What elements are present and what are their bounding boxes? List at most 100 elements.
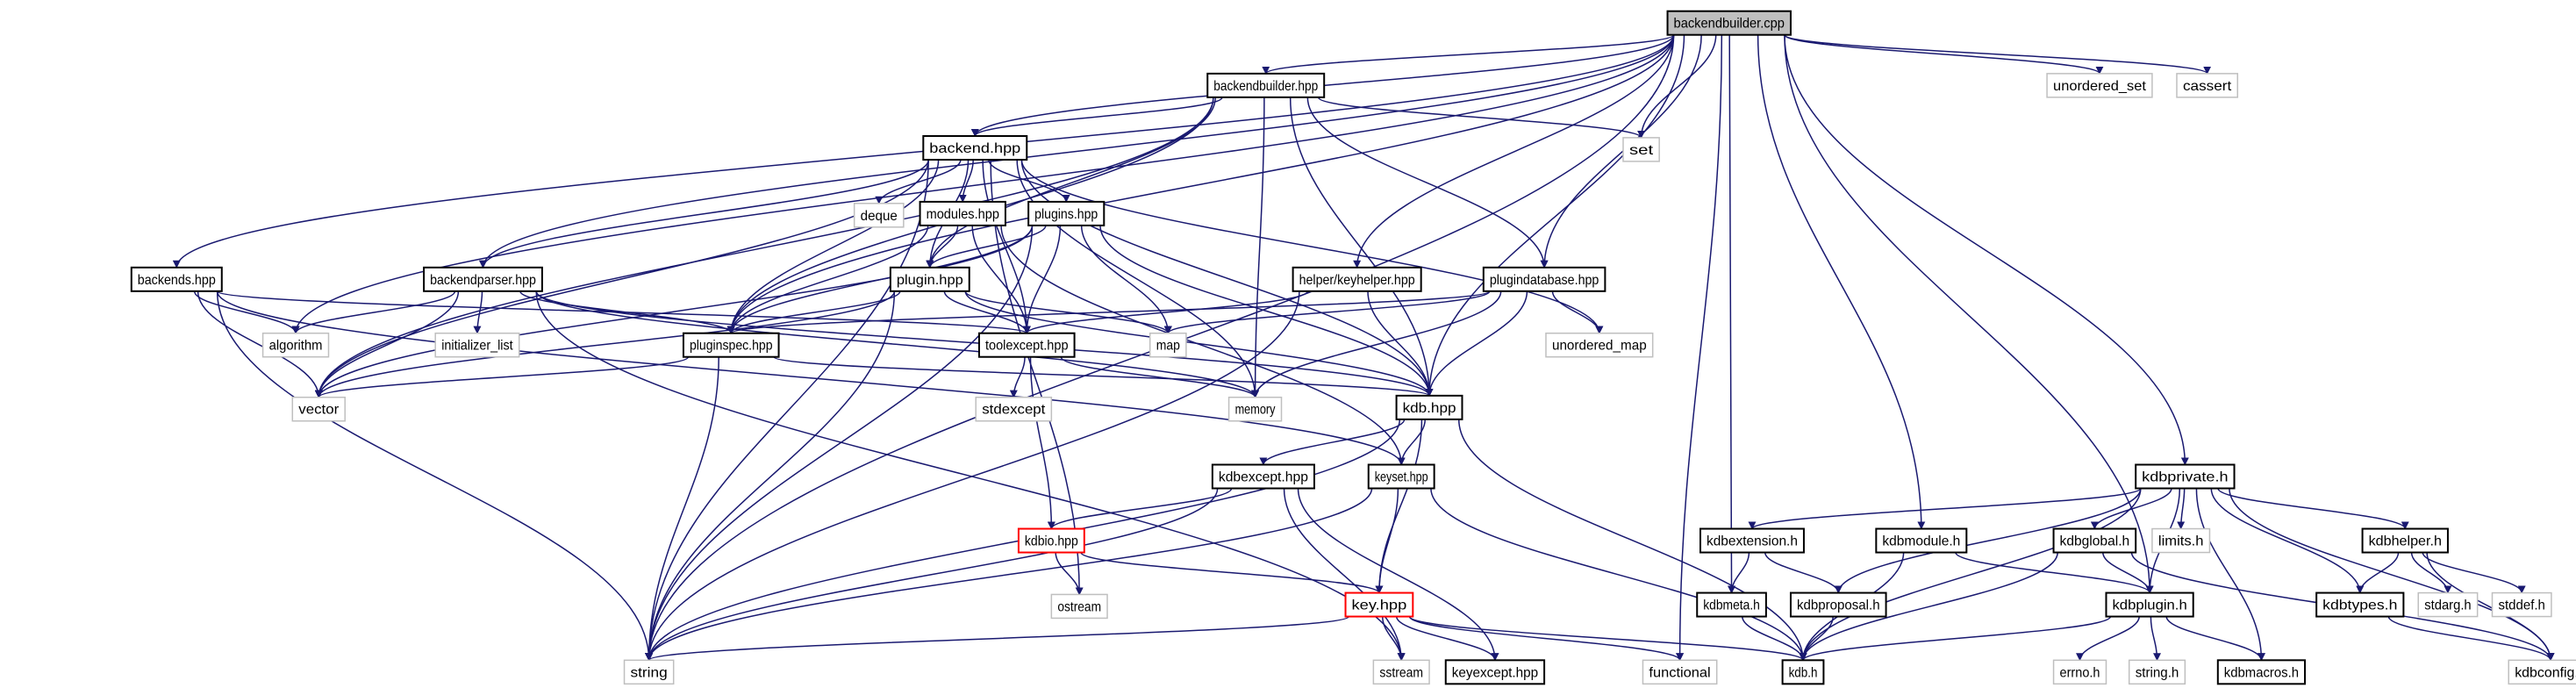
edge-backends_hpp-to-string [216, 290, 654, 662]
edge-backend_hpp-to-vector [314, 160, 929, 398]
node-backendbuilder-hpp[interactable]: backendbuilder.hpp [1206, 72, 1326, 98]
edge-plugindatabase_hpp-to-map [1163, 290, 1491, 334]
node-box [975, 396, 1053, 422]
node-kdbhelper-h[interactable]: kdbhelper.h [2361, 527, 2449, 554]
edge-kdbprivate_h-to-kdbconfig_h [2229, 488, 2555, 662]
node-modules-hpp[interactable]: modules.hpp [919, 200, 1006, 226]
edges-layer [172, 34, 2555, 662]
node-plugindatabase-hpp[interactable]: plugindatabase.hpp [1482, 266, 1606, 292]
edge-backend_hpp-to-string [645, 160, 929, 662]
edge-keyhelper_hpp-to-kdb_hpp [1367, 290, 1434, 397]
node-label: key.hpp [1352, 598, 1407, 613]
node-box [1666, 10, 1792, 36]
node-toolexcept-hpp[interactable]: toolexcept.hpp [977, 332, 1076, 358]
edge-kdbprivate_h-to-kdb_h [1799, 488, 2142, 662]
node-box [1781, 659, 1825, 685]
node-label: vector [298, 403, 340, 418]
node-label: toolexcept.hpp [985, 339, 1069, 354]
node-label: plugins.hpp [1034, 207, 1098, 222]
node-label: kdbplugin.h [2112, 598, 2186, 613]
node-box [2216, 659, 2307, 685]
node-backends-hpp[interactable]: backends.hpp [130, 266, 223, 292]
edge-backends_hpp-to-keyset_hpp [216, 290, 1406, 466]
node-box [1875, 527, 1968, 554]
node-kdbplugin-h[interactable]: kdbplugin.h [2105, 591, 2194, 618]
node-kdbtypes-h[interactable]: kdbtypes.h [2315, 591, 2405, 618]
edge-kdbexcept_hpp-to-sstream [1283, 488, 1406, 662]
node-root[interactable]: backendbuilder.cpp [1666, 10, 1792, 36]
node-label: plugindatabase.hpp [1490, 273, 1599, 288]
edge-backend_hpp-to-unordered_map [1020, 160, 1604, 334]
edge-root-to-pluginspec_hpp [726, 34, 1675, 334]
edge-keyset_hpp-to-kdb_h [1430, 488, 1807, 662]
edge-root-to-unordered_set [1784, 34, 2104, 75]
edge-root-to-kdbplugin_h [1784, 34, 2154, 594]
edge-backendbuilder_hpp-to-set [1317, 97, 1645, 139]
node-keyexcept-hpp[interactable]: keyexcept.hpp [1444, 659, 1546, 685]
node-label: set [1629, 143, 1654, 158]
edge-root-to-cassert [1784, 34, 2211, 75]
node-kdbexcept-hpp[interactable]: kdbexcept.hpp [1211, 463, 1315, 490]
node-kdb-h[interactable]: kdb.h [1781, 659, 1825, 685]
edge-backendparser_hpp-to-pluginspec_hpp [519, 290, 735, 334]
node-keyhelper-hpp[interactable]: helper/keyhelper.hpp [1292, 266, 1422, 292]
edge-plugindatabase_hpp-to-kdb_hpp [1425, 290, 1528, 397]
node-sstream: sstream [1372, 659, 1430, 685]
node-key-hpp[interactable]: key.hpp [1344, 591, 1414, 618]
node-label: backends.hpp [138, 273, 216, 288]
node-plugin-hpp[interactable]: plugin.hpp [889, 266, 970, 292]
node-label: sstream [1379, 665, 1423, 680]
node-kdb-hpp[interactable]: kdb.hpp [1395, 394, 1463, 420]
edge-plugin_hpp-to-vector [314, 290, 896, 398]
node-box [2151, 527, 2211, 554]
node-label: string.h [2136, 665, 2179, 680]
node-box [2052, 527, 2137, 554]
node-box [922, 135, 1028, 161]
node-kdbglobal-h[interactable]: kdbglobal.h [2052, 527, 2137, 554]
edge-plugin_hpp-to-string [645, 290, 896, 662]
node-box [1622, 137, 1660, 162]
node-kdbio-hpp[interactable]: kdbio.hpp [1017, 527, 1085, 554]
node-keyset-hpp[interactable]: keyset.hpp [1367, 463, 1435, 490]
node-box [682, 332, 780, 358]
node-box [1148, 332, 1187, 358]
edge-kdbproposal_h-to-kdb_h [1799, 616, 1834, 662]
node-box [977, 332, 1076, 358]
node-kdbproposal-h[interactable]: kdbproposal.h [1789, 591, 1887, 618]
node-box [1372, 659, 1430, 685]
edge-kdbhelper_h-to-stddef_h [2422, 552, 2526, 594]
node-memory: memory [1227, 396, 1283, 422]
edge-pluginspec_hpp-to-string [645, 356, 719, 662]
node-kdbmodule-h[interactable]: kdbmodule.h [1875, 527, 1968, 554]
node-kdbprivate-h[interactable]: kdbprivate.h [2135, 463, 2236, 490]
edge-backendparser_hpp-to-vector [314, 290, 460, 398]
edge-backend_hpp-to-plugins_hpp [988, 159, 1070, 203]
node-stdarg-h: stdarg.h [2417, 591, 2479, 618]
node-label: helper/keyhelper.hpp [1299, 273, 1415, 288]
node-kdbextension-h[interactable]: kdbextension.h [1699, 527, 1805, 554]
edge-backend_hpp-to-pluginspec_hpp [726, 160, 940, 334]
node-kdbmeta-h[interactable]: kdbmeta.h [1696, 591, 1767, 618]
edge-kdbextension_h-to-kdbproposal_h [1764, 552, 1843, 594]
edge-backend_hpp-to-backendparser_hpp [479, 159, 929, 269]
node-label: stddef.h [2499, 598, 2545, 613]
node-box [2508, 659, 2576, 685]
node-backendparser-hpp[interactable]: backendparser.hpp [423, 266, 543, 292]
edge-kdbprivate_h-to-kdbproposal_h [1834, 488, 2142, 594]
edge-plugindatabase_hpp-to-unordered_map [1551, 290, 1604, 334]
edge-kdb_hpp-to-keyset_hpp [1397, 419, 1427, 466]
node-box [2176, 73, 2239, 98]
node-label: errno.h [2060, 665, 2100, 680]
node-cassert: cassert [2176, 73, 2239, 98]
node-label: limits.h [2158, 534, 2204, 549]
node-kdbmacros-h[interactable]: kdbmacros.h [2216, 659, 2307, 685]
node-label: backendbuilder.hpp [1213, 79, 1318, 94]
edge-kdb_hpp-to-kdb_h [1457, 419, 1807, 662]
edge-kdbprivate_h-to-kdbtypes_h [2210, 488, 2365, 594]
node-pluginspec-hpp[interactable]: pluginspec.hpp [682, 332, 780, 358]
node-backend-hpp[interactable]: backend.hpp [922, 135, 1028, 161]
edge-backendbuilder_hpp-to-plugindatabase_hpp [1306, 97, 1549, 269]
edge-plugins_hpp-to-map [1080, 225, 1172, 334]
node-plugins-hpp[interactable]: plugins.hpp [1027, 200, 1106, 226]
edge-root-to-set [1637, 34, 1717, 139]
